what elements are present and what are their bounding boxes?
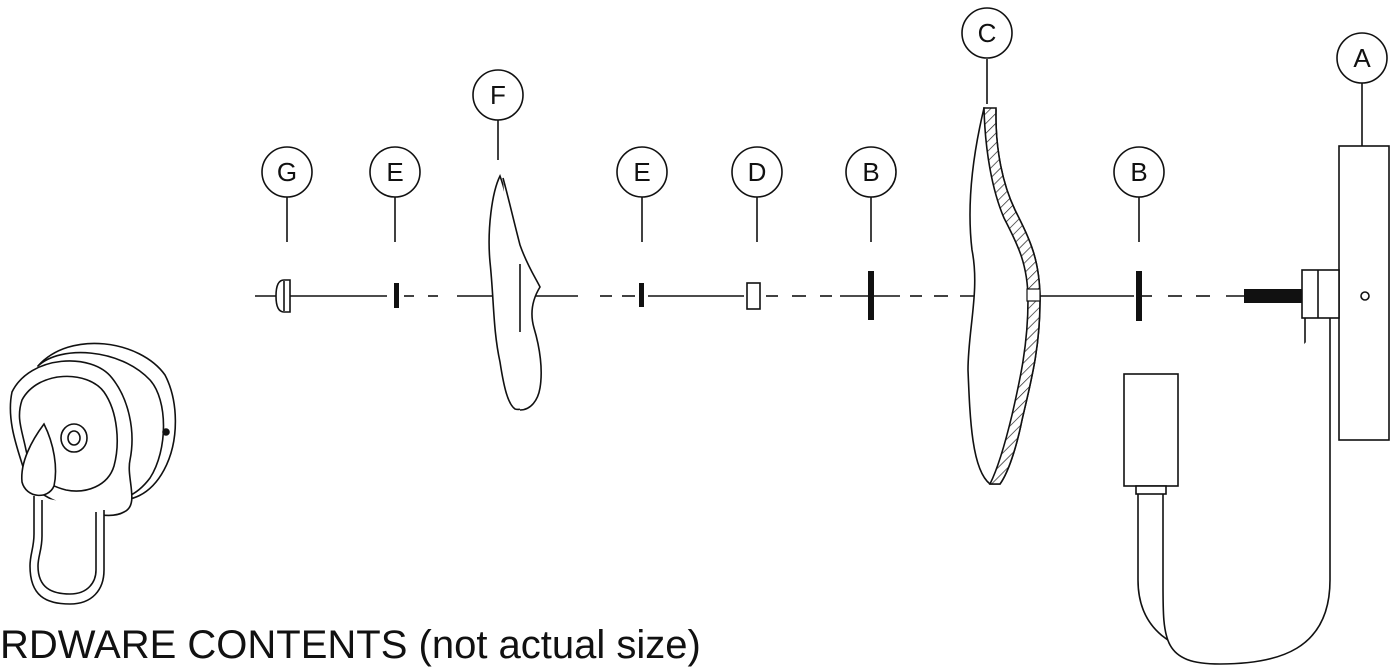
part-f-face-plate [488,173,542,411]
callout-e-right: E [616,146,668,198]
callout-d-label: D [748,157,767,187]
callout-a-label: A [1353,43,1371,73]
part-g-end-cap [275,279,291,313]
callout-e-left: E [369,146,421,198]
part-a-bracket [1123,145,1390,665]
callout-b-left: B [845,146,897,198]
section-title: RDWARE CONTENTS (not actual size) [0,623,701,667]
callout-c: C [961,7,1013,59]
part-b-washer-right [1136,271,1142,321]
part-c-shell [967,107,1041,485]
assembled-view-thumbnail [9,342,177,605]
part-e-washer-right [639,283,644,307]
part-e-washer-left [394,283,399,308]
callout-f-label: F [490,80,506,110]
callout-b-left-label: B [862,157,879,187]
callout-f: F [472,69,524,121]
part-b-washer-left [868,271,874,320]
leader-lines [286,59,1363,242]
callout-e-left-label: E [386,157,403,187]
callout-b-right-label: B [1130,157,1147,187]
callout-e-right-label: E [633,157,650,187]
callout-c-label: C [978,18,997,48]
callout-b-right: B [1113,146,1165,198]
callout-d: D [731,146,783,198]
callout-g: G [261,146,313,198]
part-d-spacer [746,282,761,310]
callout-g-label: G [277,157,297,187]
callout-a: A [1336,32,1388,84]
